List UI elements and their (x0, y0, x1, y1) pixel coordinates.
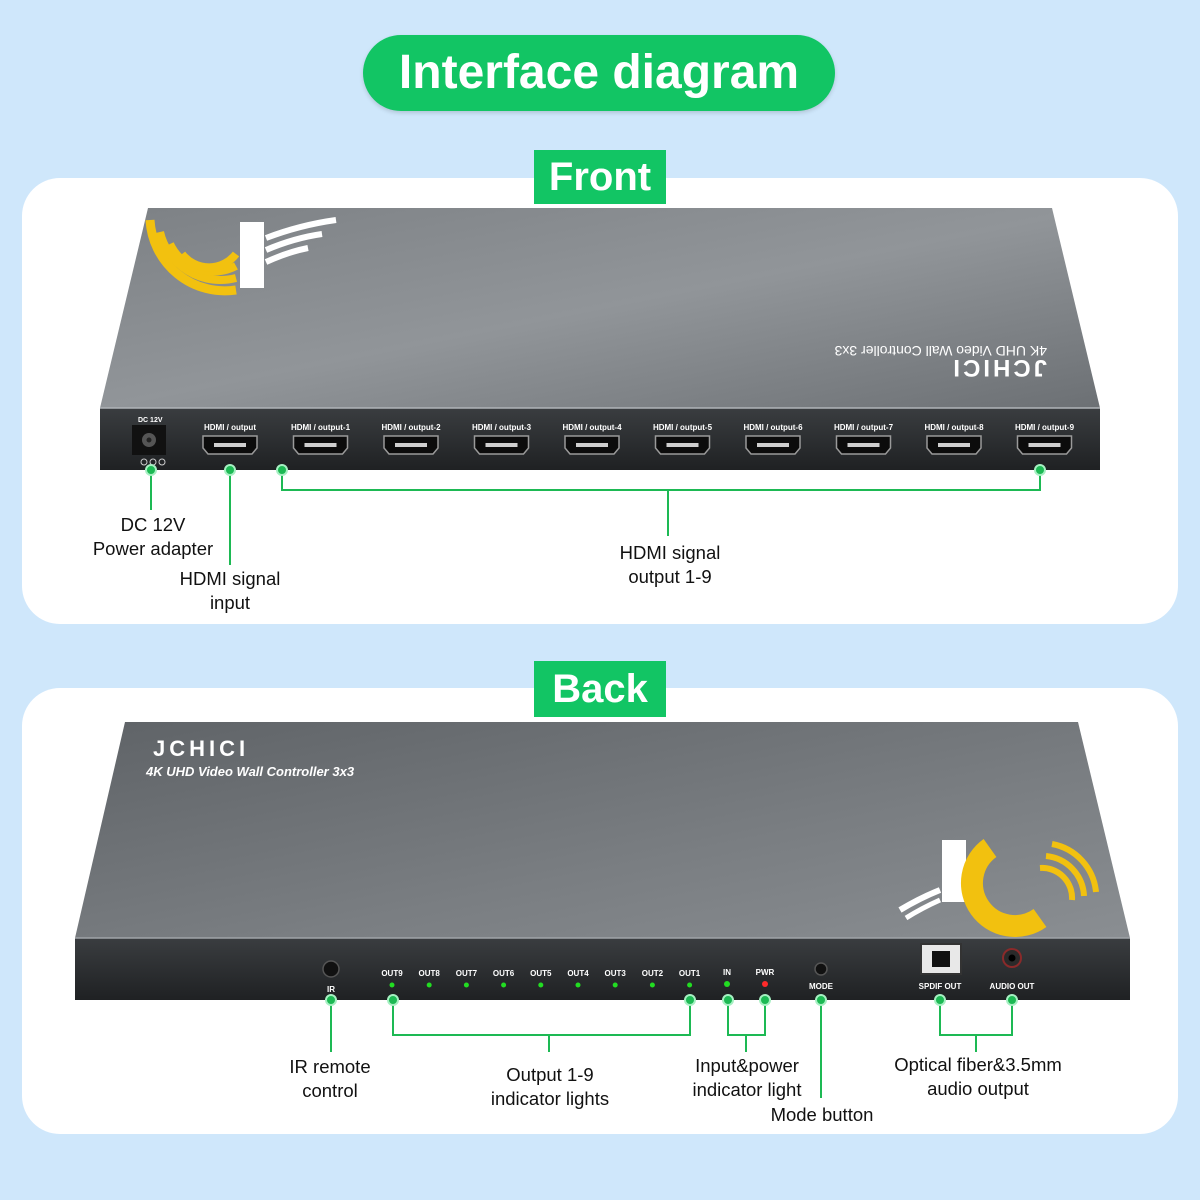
out-led-label: OUT9 (381, 969, 403, 978)
out-led-label: OUT3 (605, 969, 627, 978)
output9-marker (1034, 464, 1046, 476)
jc-logo-icon (145, 217, 337, 296)
out-led-label: OUT4 (567, 969, 589, 978)
front-hdmi-ports: HDMI / output HDMI / output-1 HDMI / outpu… (202, 423, 1075, 455)
output-leds: OUT9 OUT8 OUT7 OUT6 OUT5 OUT4 OUT3 OUT2 OUT1 (381, 969, 701, 988)
hdmi-port-label: HDMI / output (204, 423, 256, 432)
hdmi-port-label: HDMI / output-4 (562, 423, 622, 432)
out-led (687, 982, 693, 988)
hdmi-port-contacts (214, 443, 246, 447)
out-led (389, 982, 395, 988)
out-led-label: OUT5 (530, 969, 552, 978)
output1-marker (276, 464, 288, 476)
out-led (612, 982, 618, 988)
in-label: IN (723, 968, 731, 977)
hdmi-port-contacts (485, 443, 518, 447)
hdmi-port-label: HDMI / output-1 (291, 423, 351, 432)
front-device: JCHICI 4K UHD Video Wall Controller 3x3 … (100, 208, 1100, 470)
front-section-tag: Front (534, 150, 666, 204)
hdmi-port-contacts (304, 443, 337, 447)
pwr-label: PWR (756, 968, 775, 977)
back-model-text: 4K UHD Video Wall Controller 3x3 (145, 764, 355, 779)
callout-audio: Optical fiber&3.5mm audio output (894, 1054, 1062, 1099)
front-model-text: 4K UHD Video Wall Controller 3x3 (834, 343, 1047, 359)
hdmi-port-contacts (1028, 443, 1061, 447)
hdmi-port-label: HDMI / output-6 (743, 423, 803, 432)
dc-label: DC 12V (138, 417, 163, 424)
in-led (724, 981, 730, 987)
page-title: Interface diagram (363, 35, 835, 111)
front-brand-text: JCHICI (950, 354, 1047, 381)
audio-label: AUDIO OUT (990, 982, 1035, 991)
hdmi-port-contacts (576, 443, 608, 447)
ir-label: IR (327, 985, 335, 994)
hdmi-port-contacts (847, 443, 880, 447)
out-led (575, 982, 581, 988)
mode-button[interactable] (814, 962, 828, 976)
pwr-led (762, 981, 768, 987)
out-led-label: OUT8 (419, 969, 441, 978)
back-device: JCHICI 4K UHD Video Wall Controller 3x3 … (75, 722, 1130, 1000)
ir-receiver (322, 960, 340, 978)
callout-indicators: Input&power indicator light (692, 1055, 802, 1100)
back-section-tag: Back (534, 661, 666, 717)
out-led (501, 982, 507, 988)
out-led (426, 982, 432, 988)
back-device-top (75, 722, 1130, 938)
out-led-label: OUT6 (493, 969, 515, 978)
dc-marker (145, 464, 157, 476)
callout-outputs: HDMI signal output 1-9 (619, 542, 721, 587)
hdmi-port-label: HDMI / output-5 (653, 423, 713, 432)
hdmi-port-label: HDMI / output-9 (1015, 423, 1075, 432)
back-device-face (75, 938, 1130, 1000)
back-brand-text: JCHICI (153, 736, 249, 761)
input-marker (224, 464, 236, 476)
hdmi-port-label: HDMI / output-8 (924, 423, 984, 432)
out-led (463, 982, 469, 988)
hdmi-port-contacts (757, 443, 789, 447)
callout-input: HDMI signal input (179, 568, 281, 613)
mode-label: MODE (809, 982, 834, 991)
hdmi-port-contacts (395, 443, 427, 447)
callout-ir: IR remote control (289, 1056, 371, 1101)
hdmi-port-label: HDMI / output-7 (834, 423, 894, 432)
jc-logo-back-icon (898, 839, 1099, 937)
out-led (649, 982, 655, 988)
out-led (538, 982, 544, 988)
front-device-top (100, 208, 1100, 408)
hdmi-port-contacts (938, 443, 970, 447)
hdmi-port-label: HDMI / output-2 (381, 423, 441, 432)
callout-mode: Mode button (770, 1104, 874, 1125)
callout-power: DC 12V Power adapter (92, 514, 214, 559)
hdmi-port-label: HDMI / output-3 (472, 423, 532, 432)
spdif-label: SPDIF OUT (919, 982, 962, 991)
out-led-label: OUT2 (642, 969, 664, 978)
out-led-label: OUT7 (456, 969, 478, 978)
out-led-label: OUT1 (679, 969, 701, 978)
hdmi-port-contacts (666, 443, 699, 447)
callout-output-leds: Output 1-9 indicator lights (490, 1064, 610, 1109)
